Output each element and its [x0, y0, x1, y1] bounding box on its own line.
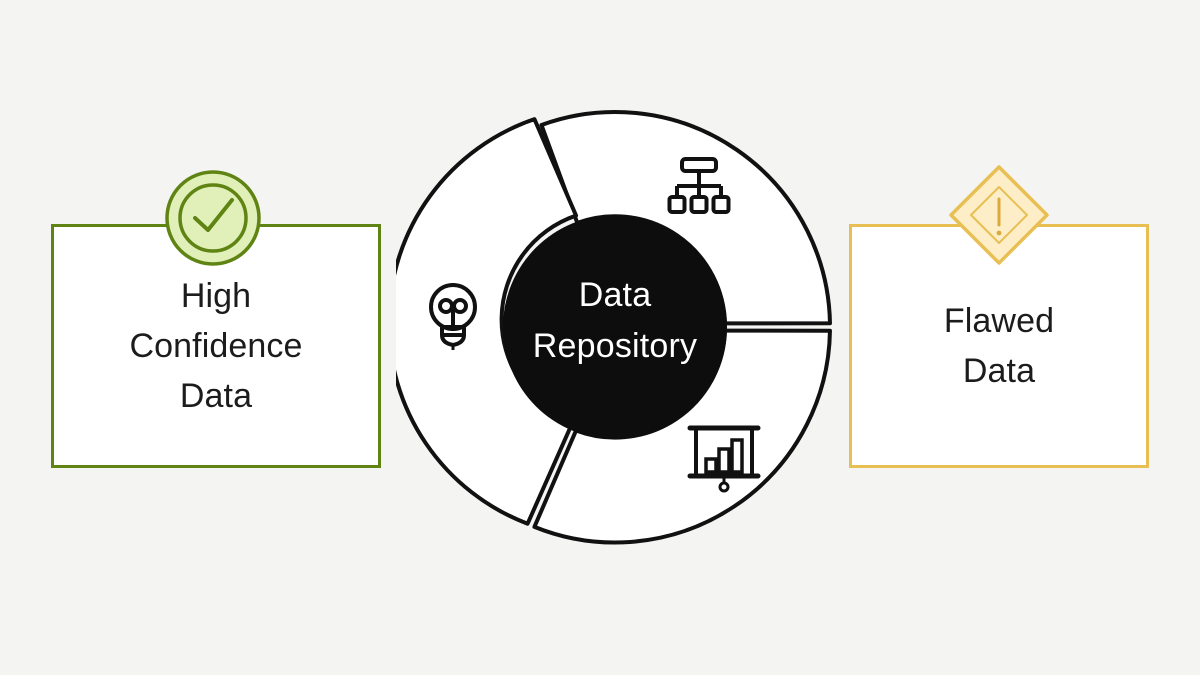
- hierarchy-icon[interactable]: [666, 156, 732, 218]
- hierarchy-icon-svg: [667, 157, 731, 214]
- hub-circle[interactable]: [503, 215, 727, 439]
- check-circle-badge[interactable]: [163, 168, 263, 268]
- data-repository-donut: [396, 108, 834, 546]
- flawed-data-label: Flawed Data: [943, 302, 1055, 390]
- high-confidence-data-label: High Confidence Data: [129, 277, 303, 415]
- presentation-chart-icon-svg: [687, 425, 761, 493]
- donut-chart-svg: [396, 110, 832, 545]
- lightbulb-icon[interactable]: [424, 281, 482, 351]
- warning-diamond-badge[interactable]: [947, 163, 1051, 267]
- warning-diamond-icon: [949, 165, 1049, 265]
- lightbulb-icon-svg: [429, 283, 477, 350]
- check-circle-icon: [165, 170, 261, 266]
- presentation-chart-icon[interactable]: [687, 421, 761, 495]
